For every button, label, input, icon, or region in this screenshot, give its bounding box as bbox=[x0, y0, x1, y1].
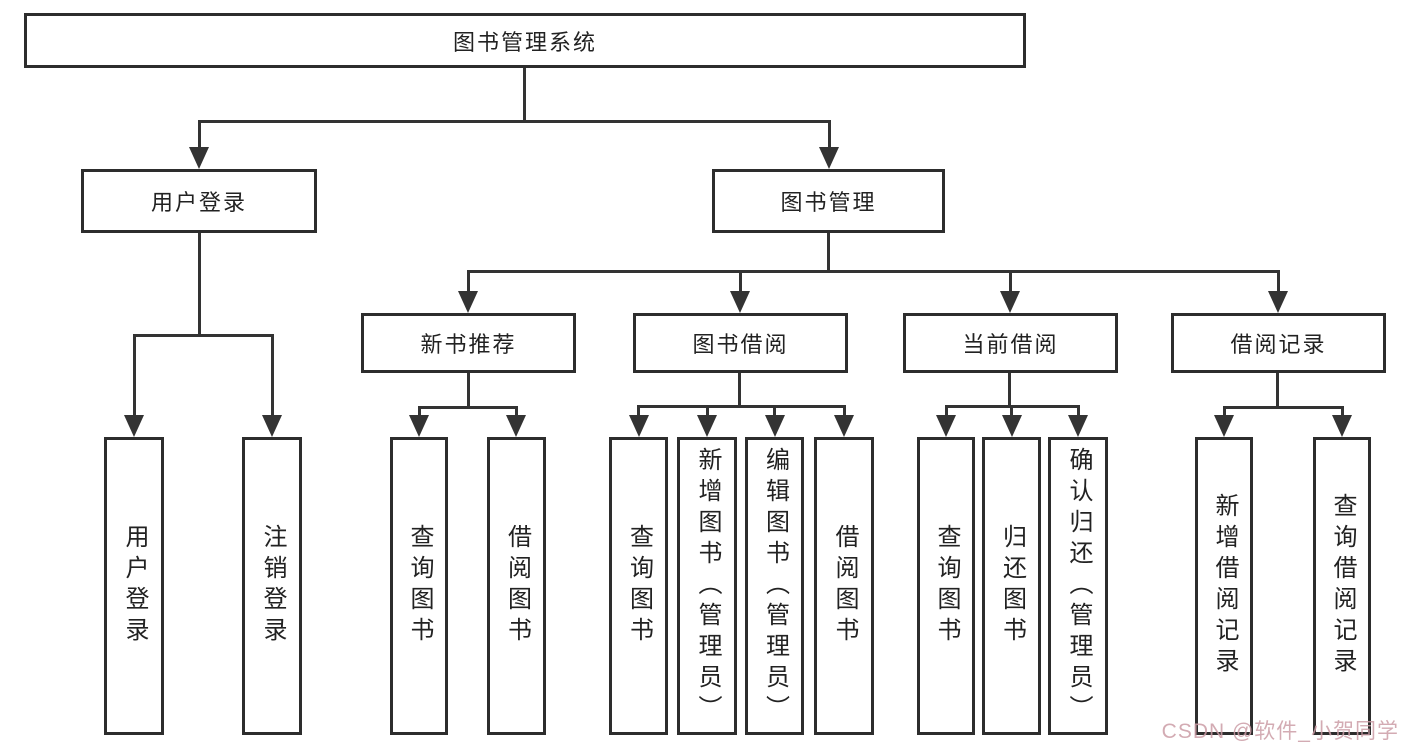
leaf-return-book: 归还图书 bbox=[982, 437, 1041, 735]
connector-line bbox=[945, 405, 948, 415]
connector-line bbox=[515, 406, 518, 415]
node-new-book-recommend: 新书推荐 bbox=[361, 313, 576, 373]
leaf-add-borrow-record: 新增借阅记录 bbox=[1195, 437, 1253, 735]
connector-line bbox=[1341, 406, 1344, 415]
arrow-down-icon bbox=[1000, 291, 1020, 313]
connector-line bbox=[1009, 270, 1012, 291]
connector-line bbox=[773, 405, 776, 415]
leaf-query-borrow-record: 查询借阅记录 bbox=[1313, 437, 1371, 735]
connector-line bbox=[738, 373, 741, 405]
connector-line bbox=[828, 120, 831, 147]
leaf-query-book-2: 查询图书 bbox=[609, 437, 668, 735]
leaf-query-book-3: 查询图书 bbox=[917, 437, 975, 735]
connector-line bbox=[198, 120, 201, 147]
node-book-borrow: 图书借阅 bbox=[633, 313, 848, 373]
connector-line bbox=[1223, 406, 1226, 415]
connector-line bbox=[271, 334, 274, 415]
connector-line bbox=[133, 334, 136, 415]
connector-line bbox=[739, 270, 742, 291]
arrow-down-icon bbox=[1332, 415, 1352, 437]
connector-line bbox=[198, 120, 831, 123]
connector-line bbox=[706, 405, 709, 415]
connector-line bbox=[418, 406, 518, 409]
leaf-confirm-return-admin: 确认归还（管理员） bbox=[1048, 437, 1108, 735]
connector-line bbox=[467, 373, 470, 406]
arrow-down-icon bbox=[697, 415, 717, 437]
arrow-down-icon bbox=[765, 415, 785, 437]
connector-line bbox=[1010, 405, 1013, 415]
arrow-down-icon bbox=[1002, 415, 1022, 437]
connector-line bbox=[198, 233, 201, 334]
arrow-down-icon bbox=[458, 291, 478, 313]
arrow-down-icon bbox=[730, 291, 750, 313]
arrow-down-icon bbox=[819, 147, 839, 169]
arrow-down-icon bbox=[1214, 415, 1234, 437]
leaf-logout: 注销登录 bbox=[242, 437, 302, 735]
leaf-borrow-book-2: 借阅图书 bbox=[814, 437, 874, 735]
arrow-down-icon bbox=[124, 415, 144, 437]
arrow-down-icon bbox=[936, 415, 956, 437]
connector-line bbox=[523, 68, 526, 120]
connector-line bbox=[843, 405, 846, 415]
leaf-query-book-1: 查询图书 bbox=[390, 437, 448, 735]
arrow-down-icon bbox=[1068, 415, 1088, 437]
connector-line bbox=[637, 405, 846, 408]
leaf-borrow-book-1: 借阅图书 bbox=[487, 437, 546, 735]
connector-line bbox=[1276, 373, 1279, 406]
connector-line bbox=[827, 233, 830, 270]
node-borrow-record: 借阅记录 bbox=[1171, 313, 1386, 373]
node-current-borrow: 当前借阅 bbox=[903, 313, 1118, 373]
connector-line bbox=[1008, 373, 1011, 405]
arrow-down-icon bbox=[834, 415, 854, 437]
connector-line bbox=[637, 405, 640, 415]
csdn-watermark: CSDN @软件_小贺同学 bbox=[1161, 720, 1399, 743]
arrow-down-icon bbox=[1268, 291, 1288, 313]
arrow-down-icon bbox=[262, 415, 282, 437]
leaf-user-login: 用户登录 bbox=[104, 437, 164, 735]
leaf-edit-book-admin: 编辑图书（管理员） bbox=[745, 437, 804, 735]
arrow-down-icon bbox=[629, 415, 649, 437]
connector-line bbox=[1277, 270, 1280, 291]
node-library-system: 图书管理系统 bbox=[24, 13, 1026, 68]
node-book-management: 图书管理 bbox=[712, 169, 945, 233]
node-user-login: 用户登录 bbox=[81, 169, 317, 233]
arrow-down-icon bbox=[189, 147, 209, 169]
connector-line bbox=[133, 334, 274, 337]
arrow-down-icon bbox=[409, 415, 429, 437]
arrow-down-icon bbox=[506, 415, 526, 437]
connector-line bbox=[1077, 405, 1080, 415]
connector-line bbox=[467, 270, 1280, 273]
leaf-add-book-admin: 新增图书（管理员） bbox=[677, 437, 737, 735]
connector-line bbox=[1223, 406, 1344, 409]
connector-line bbox=[467, 270, 470, 291]
connector-line bbox=[418, 406, 421, 415]
